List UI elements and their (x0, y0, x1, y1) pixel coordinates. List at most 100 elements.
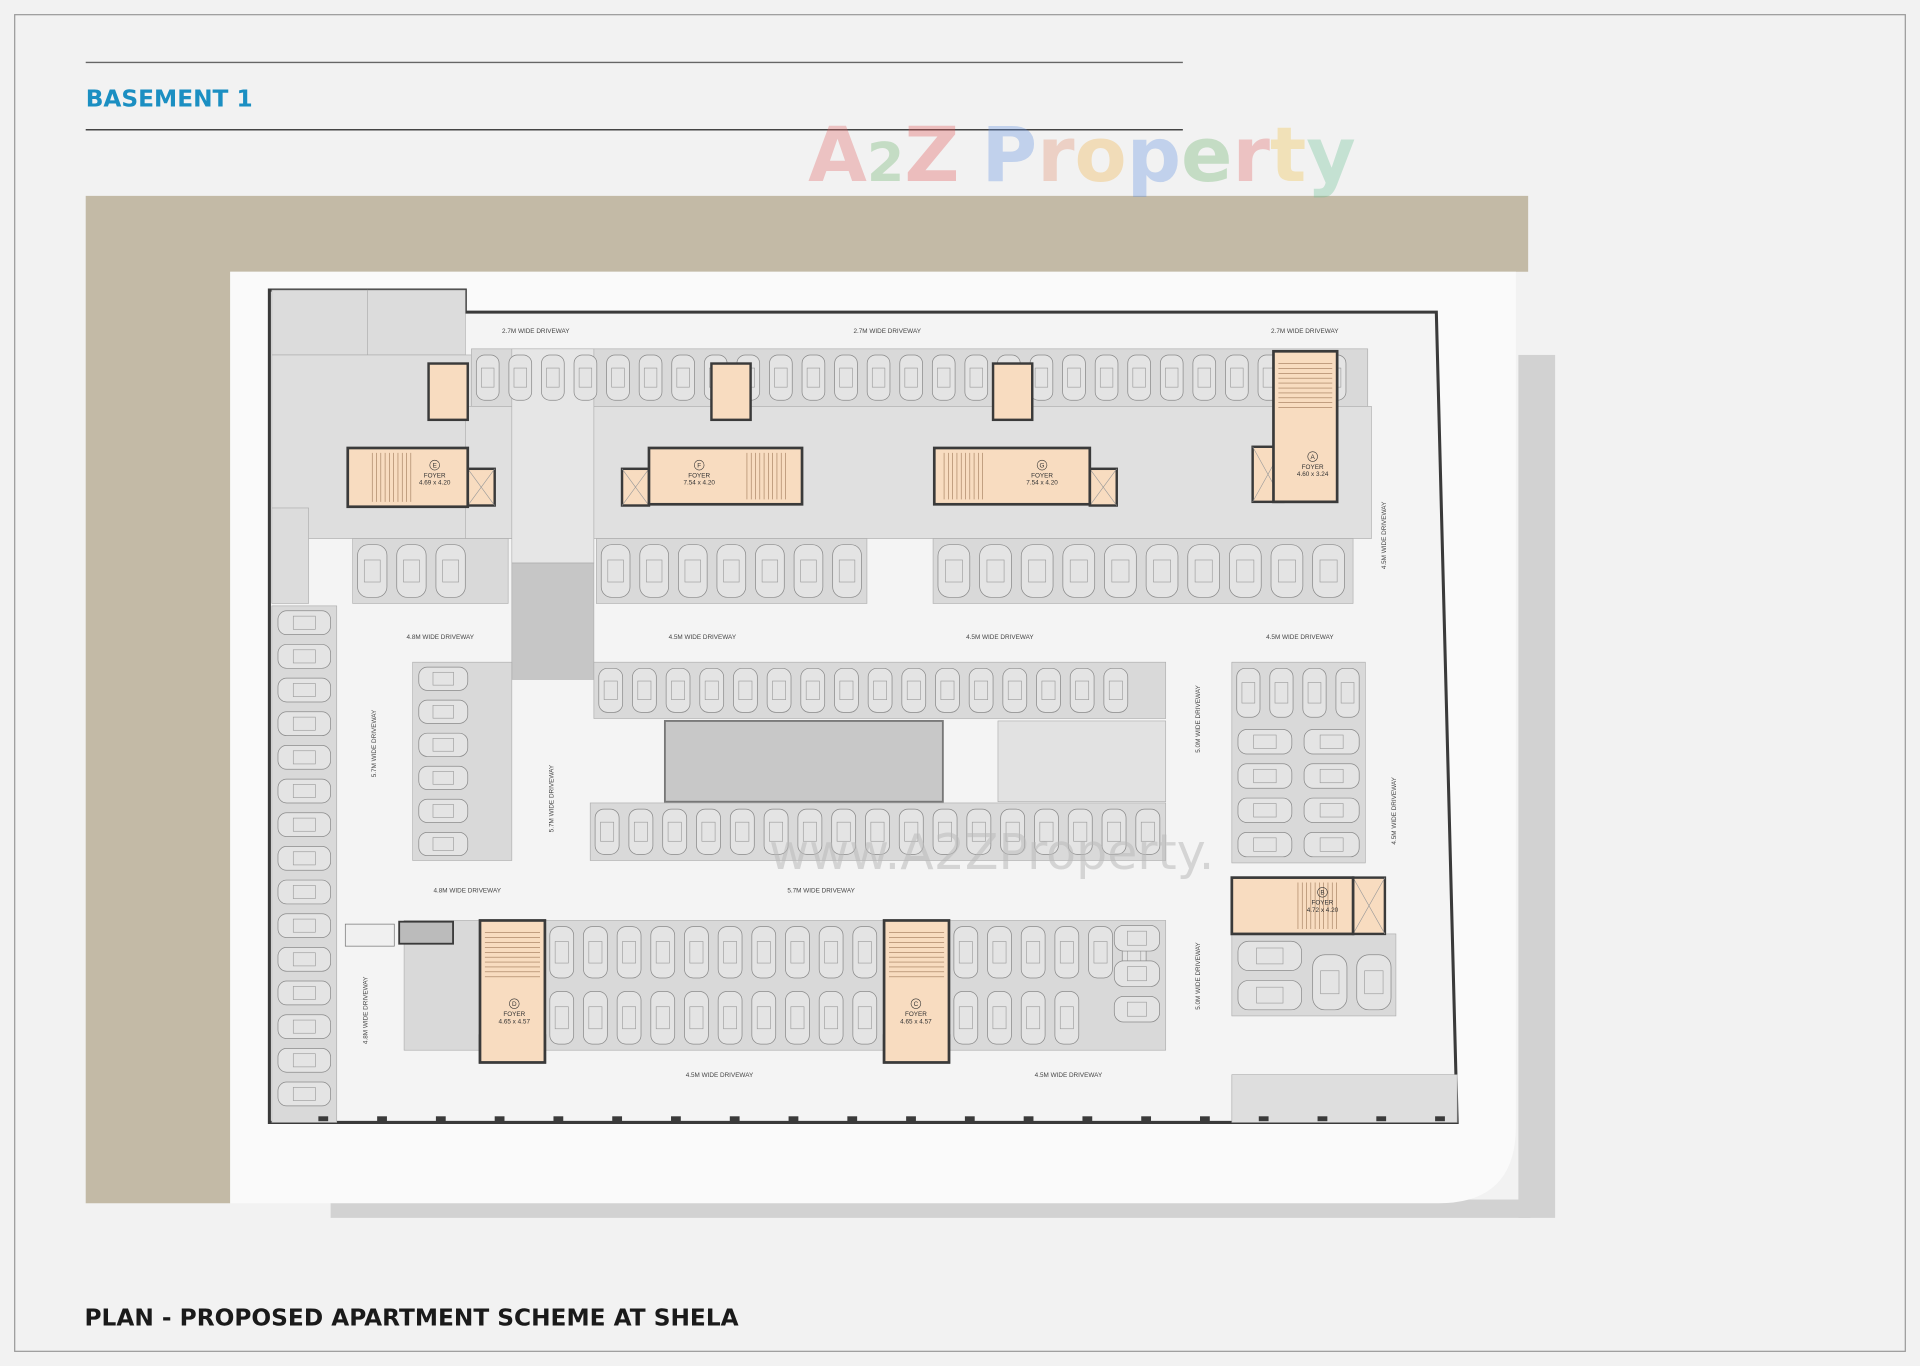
car-parking-slot (763, 808, 789, 855)
driveway-label: 5.7M WIDE DRIVEWAY (548, 764, 555, 832)
car-parking-slot (818, 991, 844, 1045)
tower-marker-icon (1036, 459, 1048, 471)
tower-marker-icon (1307, 451, 1318, 462)
structural-column (847, 1116, 858, 1122)
car-parking-slot (1101, 808, 1127, 855)
driveway-label: 4.8M WIDE DRIVEWAY (433, 887, 501, 894)
car-parking-slot (357, 544, 388, 598)
car-parking-slot (628, 808, 654, 855)
driveway-label: 4.5M WIDE DRIVEWAY (1035, 1072, 1103, 1079)
tower-letter: B (1320, 890, 1324, 897)
structural-column (1376, 1116, 1387, 1122)
car-parking-slot (1303, 729, 1360, 755)
car-parking-slot (898, 808, 924, 855)
structural-column (1023, 1116, 1034, 1122)
car-parking-slot (1237, 729, 1293, 755)
car-parking-slot (935, 667, 960, 713)
driveway-label: 4.8M WIDE DRIVEWAY (362, 976, 369, 1044)
structural-column (1258, 1116, 1269, 1122)
car-parking-slot (594, 808, 620, 855)
car-parking-slot (797, 808, 823, 855)
car-parking-slot (1312, 544, 1345, 598)
boundary-band (85, 195, 1529, 1204)
car-parking-slot (729, 808, 755, 855)
plan-footer-title: PLAN - PROPOSED APARTMENT SCHEME AT SHEL… (84, 1305, 738, 1332)
structural-column (964, 1116, 975, 1122)
car-parking-slot (277, 610, 331, 636)
car-parking-slot (418, 765, 469, 790)
car-parking-slot (1236, 667, 1261, 718)
driveway-labels: 2.7M WIDE DRIVEWAY 2.7M WIDE DRIVEWAY 2.… (362, 328, 1398, 1079)
car-parking-slot (508, 354, 533, 401)
car-parking-slot (684, 991, 709, 1045)
foyer-label: FOYER (424, 472, 446, 479)
car-parking-slot (277, 846, 331, 871)
car-parking-slot (418, 831, 469, 856)
car-parking-slot (865, 808, 890, 855)
car-parking-slot (665, 667, 691, 713)
car-parking-slot (277, 812, 331, 837)
car-parking-slot (616, 926, 642, 979)
car-parking-slot (932, 808, 958, 855)
site-shadow-right (1518, 354, 1556, 1218)
car-parking-slot (785, 991, 810, 1045)
lift-shaft (991, 362, 1034, 422)
car-parking-slot (966, 808, 992, 855)
car-parking-slot (541, 354, 565, 401)
car-parking-slot (717, 926, 743, 979)
driveway-label: 5.7M WIDE DRIVEWAY (371, 709, 378, 777)
structural-column (553, 1116, 564, 1122)
tower-letter: D (512, 1001, 517, 1008)
foyer-size: 4.65 x 4.57 (900, 1018, 932, 1025)
structural-column (1141, 1116, 1152, 1122)
driveway-label: 4.8M WIDE DRIVEWAY (407, 634, 475, 641)
structural-column (788, 1116, 799, 1122)
foyer-label: FOYER (1311, 900, 1333, 907)
car-parking-slot (931, 354, 956, 401)
car-parking-slot (1062, 354, 1086, 401)
car-parking-slot (852, 926, 878, 979)
driveway-label: 5.7M WIDE DRIVEWAY (787, 887, 855, 894)
driveway-label: 5.0M WIDE DRIVEWAY (1195, 942, 1202, 1010)
tower-marker-icon (693, 459, 705, 471)
car-parking-slot (1303, 797, 1360, 823)
car-parking-slot (277, 677, 331, 703)
foyer-label: FOYER (1302, 464, 1324, 471)
car-parking-slot (598, 667, 624, 713)
car-parking-slot (953, 991, 979, 1045)
car-parking-slot (1000, 808, 1026, 855)
foyer-size: 4.65 x 4.57 (499, 1018, 531, 1025)
car-parking-slot (699, 667, 725, 713)
driveway-label: 4.5M WIDE DRIVEWAY (1381, 501, 1388, 569)
car-parking-slot (1069, 667, 1095, 713)
car-parking-slot (1088, 926, 1113, 979)
staircase-icon (1297, 882, 1337, 930)
car-parking-slot (277, 644, 331, 669)
car-parking-slot (606, 354, 630, 401)
car-parking-slot (866, 354, 891, 401)
car-parking-slot (899, 354, 923, 401)
structural-column (1082, 1116, 1093, 1122)
car-parking-slot (650, 926, 676, 979)
car-parking-slot (277, 913, 331, 938)
car-parking-slot (1127, 354, 1151, 401)
page-title: BASEMENT 1 (86, 85, 253, 112)
car-parking-slot (277, 1048, 331, 1073)
staircase-icon (484, 932, 540, 978)
structural-column (906, 1116, 916, 1122)
car-parking-slot (277, 1081, 331, 1107)
car-parking-slot (1303, 763, 1360, 789)
staircase-icon (888, 932, 945, 978)
car-parking-slot (785, 926, 810, 979)
central-void (663, 720, 944, 803)
parking-zone (511, 562, 595, 680)
car-parking-slot (953, 926, 979, 979)
car-parking-slot (1335, 667, 1360, 718)
car-parking-slot (769, 354, 793, 401)
car-parking-slot (1113, 924, 1160, 952)
foyer-label: FOYER (1031, 472, 1053, 479)
lift-shaft (427, 362, 469, 422)
